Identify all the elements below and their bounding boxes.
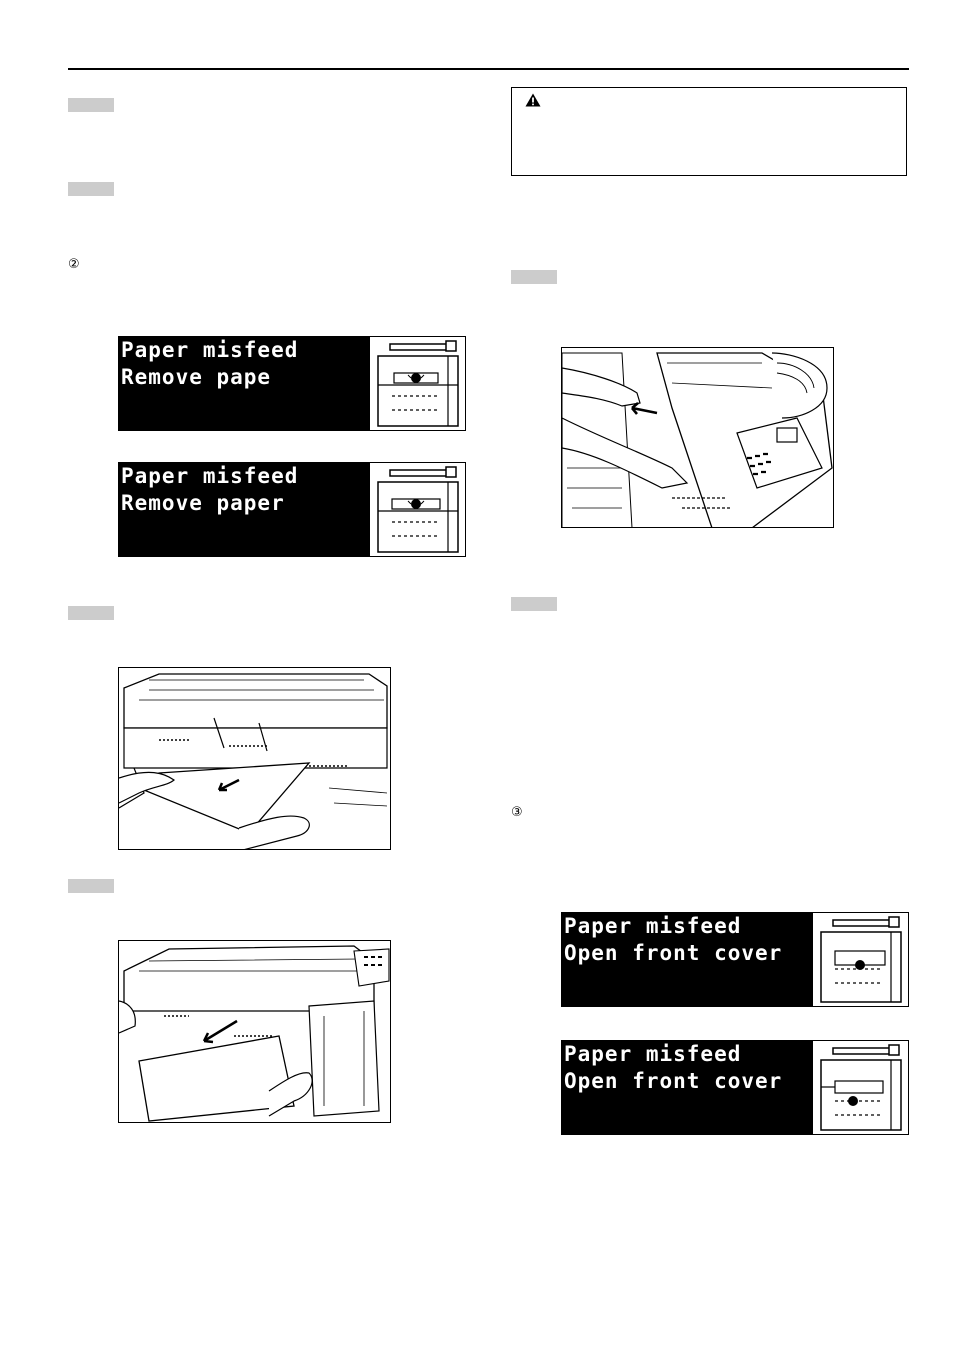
remove-paper-front-illustration (118, 940, 391, 1123)
step-tab-1 (68, 98, 114, 112)
step-tab-3 (68, 606, 114, 620)
warning-box (511, 87, 907, 176)
operation-panel-display: Paper misfeed Open front cover (561, 1040, 909, 1135)
circled-number-2: ② (68, 257, 80, 272)
display-line-1: Paper misfeed (121, 338, 299, 362)
remove-paper-illustration (118, 667, 391, 850)
header-rule (68, 68, 909, 70)
step-tab-6 (511, 597, 557, 611)
paper-jam-location-icon (812, 913, 908, 1006)
display-line-2: Open front cover (564, 941, 783, 965)
display-line-2: Remove pape (121, 365, 272, 389)
display-line-1: Paper misfeed (564, 1042, 742, 1066)
display-message: Paper misfeed Remove pape (121, 337, 371, 391)
paper-jam-location-icon (812, 1041, 908, 1134)
warning-triangle-icon (525, 93, 541, 107)
circled-number-3: ③ (511, 805, 523, 820)
display-line-1: Paper misfeed (121, 464, 299, 488)
paper-jam-location-icon (369, 463, 465, 556)
paper-jam-location-icon (369, 337, 465, 430)
operation-panel-display: Paper misfeed Open front cover (561, 912, 909, 1007)
display-line-1: Paper misfeed (564, 914, 742, 938)
display-message: Paper misfeed Remove paper (121, 463, 371, 517)
operation-panel-display: Paper misfeed Remove pape (118, 336, 466, 431)
display-message: Paper misfeed Open front cover (564, 913, 814, 967)
step-tab-2 (68, 182, 114, 196)
display-message: Paper misfeed Open front cover (564, 1041, 814, 1095)
step-tab-5 (511, 270, 557, 284)
operation-panel-display: Paper misfeed Remove paper (118, 462, 466, 557)
open-cover-illustration (561, 347, 834, 528)
step-tab-4 (68, 879, 114, 893)
display-line-2: Open front cover (564, 1069, 783, 1093)
display-line-2: Remove paper (121, 491, 285, 515)
